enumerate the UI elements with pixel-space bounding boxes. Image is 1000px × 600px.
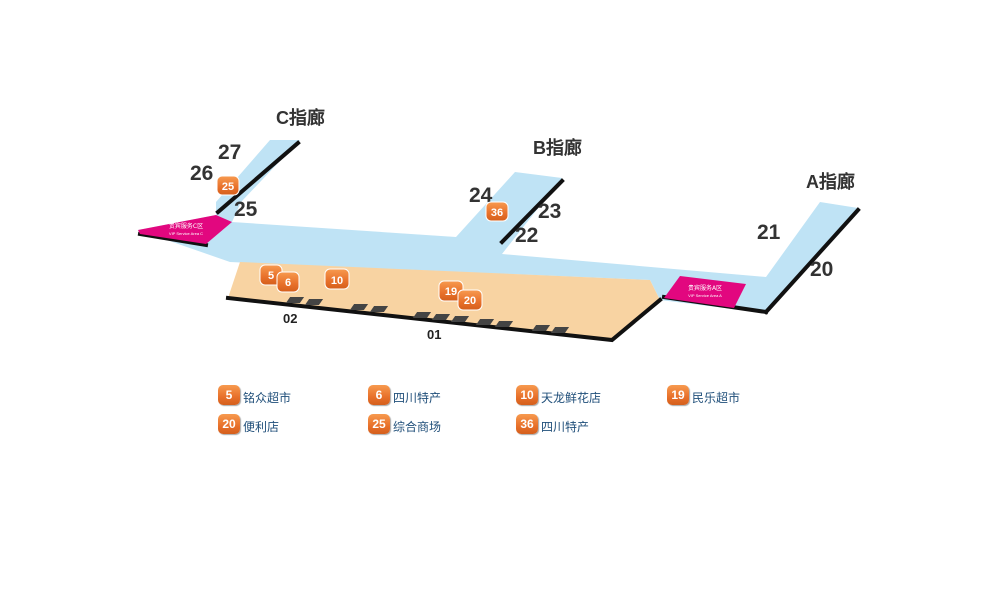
gate-22[interactable]: 22 bbox=[515, 224, 538, 247]
shop-badge-10-num: 10 bbox=[331, 275, 343, 287]
vip-area-a-title: 贵宾服务A区 bbox=[688, 284, 722, 292]
gate-21[interactable]: 21 bbox=[757, 221, 781, 244]
gate-26[interactable]: 26 bbox=[190, 162, 213, 185]
corridor-main bbox=[138, 140, 858, 313]
shop-badge-10[interactable]: 10 bbox=[324, 268, 350, 290]
legend-label: 铭众超市 bbox=[243, 391, 292, 405]
legend-badge: 36 bbox=[516, 413, 538, 434]
vip-area-a-subtitle: VIP Service Area A bbox=[688, 293, 722, 298]
legend-label: 天龙鲜花店 bbox=[541, 391, 602, 405]
legend-label: 四川特产 bbox=[541, 420, 590, 434]
shop-badge-25-num: 25 bbox=[222, 181, 234, 193]
legend-label: 便利店 bbox=[243, 420, 280, 434]
gate-20[interactable]: 20 bbox=[810, 258, 833, 281]
pier-b-label: B指廊 bbox=[533, 137, 582, 158]
shop-badge-6-num: 6 bbox=[285, 277, 291, 289]
shop-badge-6[interactable]: 6 bbox=[276, 271, 300, 293]
gate-25[interactable]: 25 bbox=[234, 198, 258, 221]
legend-badge: 19 bbox=[667, 384, 689, 405]
shop-badge-19[interactable]: 19 bbox=[438, 280, 464, 302]
shop-badge-5-num: 5 bbox=[268, 270, 274, 282]
legend-item-20[interactable]: 20 便利店 bbox=[218, 412, 279, 435]
legend-label: 民乐超市 bbox=[692, 391, 741, 405]
legend-badge: 5 bbox=[218, 384, 240, 405]
vip-area-a[interactable]: 贵宾服务A区 VIP Service Area A bbox=[664, 276, 746, 308]
legend-label: 综合商场 bbox=[393, 420, 442, 434]
legend-item-6[interactable]: 6 四川特产 bbox=[368, 383, 441, 406]
pier-c-label: C指廊 bbox=[276, 107, 325, 128]
shop-badge-20-num: 20 bbox=[464, 295, 476, 307]
legend-item-36[interactable]: 36 四川特产 bbox=[516, 412, 589, 435]
legend-badge: 10 bbox=[516, 384, 538, 405]
legend-badge: 20 bbox=[218, 413, 240, 434]
vip-area-c[interactable]: 贵宾服务C区 VIP Service Area C bbox=[138, 215, 232, 244]
area-01-label: 01 bbox=[427, 327, 441, 342]
legend-item-25[interactable]: 25 综合商场 bbox=[368, 412, 441, 435]
shop-badge-36[interactable]: 36 bbox=[485, 201, 509, 222]
gate-27[interactable]: 27 bbox=[218, 141, 241, 164]
area-02-label: 02 bbox=[283, 311, 297, 326]
vip-area-c-subtitle: VIP Service Area C bbox=[169, 231, 203, 236]
shop-badge-20[interactable]: 20 bbox=[457, 289, 483, 311]
legend-badge: 25 bbox=[368, 413, 390, 434]
seating-blocks bbox=[285, 297, 570, 333]
shop-badge-19-num: 19 bbox=[445, 286, 457, 298]
gate-24[interactable]: 24 bbox=[469, 184, 493, 207]
legend-badge: 6 bbox=[368, 384, 390, 405]
legend-item-10[interactable]: 10 天龙鲜花店 bbox=[516, 383, 601, 406]
gate-23[interactable]: 23 bbox=[538, 200, 561, 223]
shop-badge-36-num: 36 bbox=[491, 207, 503, 219]
vip-area-c-title: 贵宾服务C区 bbox=[169, 222, 203, 230]
pier-a-label: A指廊 bbox=[806, 171, 855, 192]
legend-label: 四川特产 bbox=[393, 391, 442, 405]
legend-item-19[interactable]: 19 民乐超市 bbox=[667, 383, 740, 406]
legend-item-5[interactable]: 5 铭众超市 bbox=[218, 383, 291, 406]
shop-badge-25[interactable]: 25 bbox=[216, 175, 240, 196]
